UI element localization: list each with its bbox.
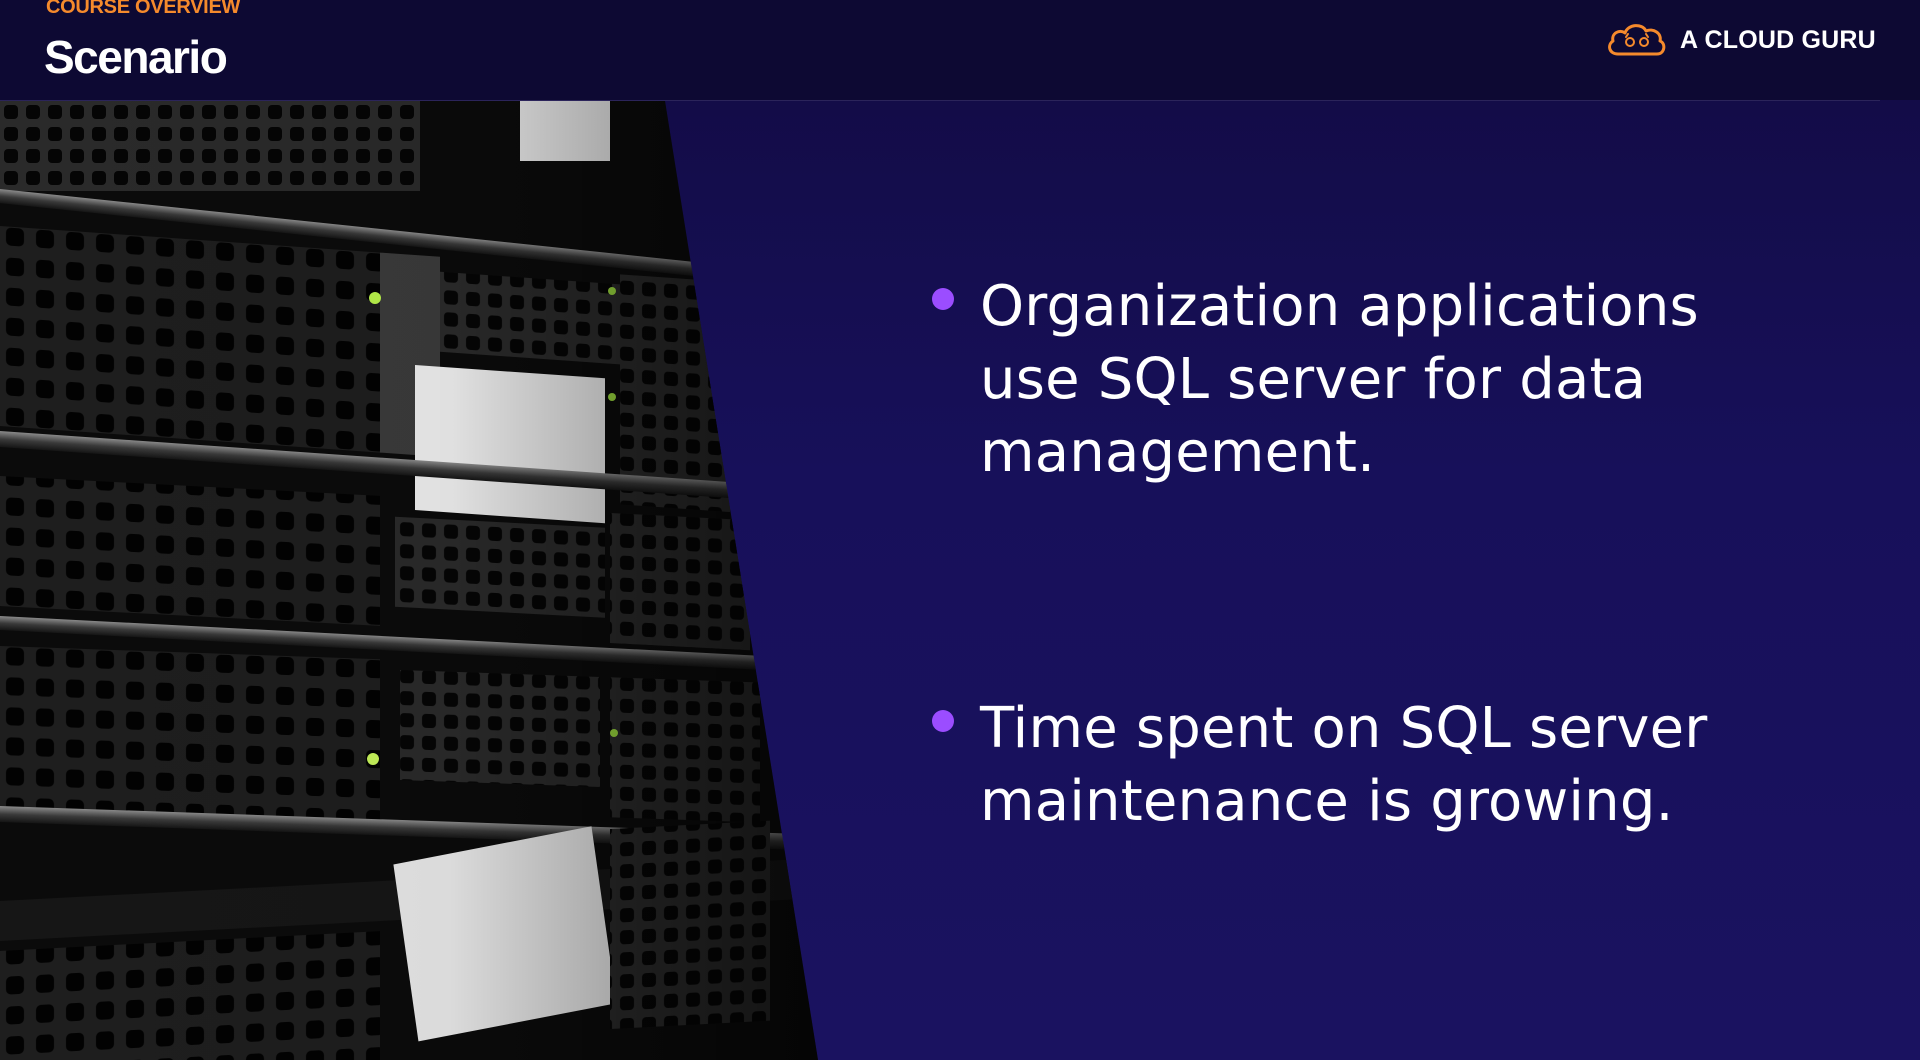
bullet-dot — [932, 288, 954, 310]
brand-name: A CLOUD GURU — [1680, 25, 1876, 54]
bullet-dot — [932, 710, 954, 732]
cloud-logo-icon — [1608, 24, 1666, 56]
brand-logo: A CLOUD GURU — [1604, 18, 1876, 62]
bullet-text: Time spent on SQL server maintenance is … — [980, 696, 1708, 834]
slide-title: Scenario — [44, 31, 228, 83]
header-divider — [0, 100, 1880, 101]
slide-header: COURSE OVERVIEW Scenario A CLOUD GURU — [0, 0, 1920, 100]
server-rack-image — [0, 101, 820, 1060]
bullet-text: Organization applications use SQL server… — [980, 274, 1699, 485]
section-kicker: COURSE OVERVIEW — [46, 0, 241, 18]
